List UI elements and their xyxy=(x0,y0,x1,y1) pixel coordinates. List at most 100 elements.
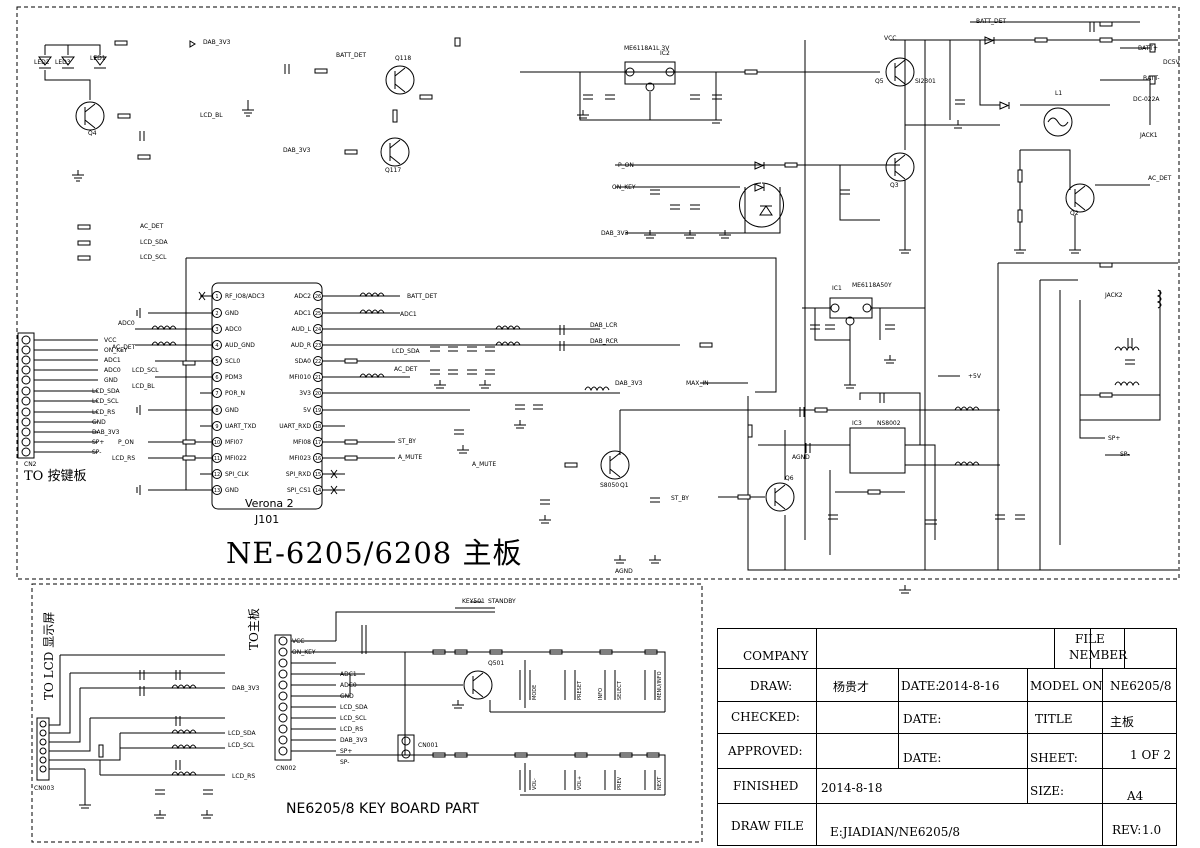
svg-text:PDM3: PDM3 xyxy=(225,374,242,381)
net-label: LCD_BL xyxy=(200,112,223,119)
svg-text:Q501: Q501 xyxy=(488,660,504,667)
svg-text:SDA0: SDA0 xyxy=(295,358,311,365)
svg-text:7: 7 xyxy=(215,391,218,397)
svg-text:STANDBY: STANDBY xyxy=(488,598,516,605)
svg-text:SP+: SP+ xyxy=(340,748,352,755)
sheet-label: SHEET: xyxy=(1030,751,1078,765)
capacitors xyxy=(139,22,1135,795)
svg-text:14: 14 xyxy=(315,488,321,494)
net-label: VCC xyxy=(884,35,896,42)
svg-text:VOL-: VOL- xyxy=(532,778,538,790)
svg-text:LCD_RS: LCD_RS xyxy=(232,773,255,780)
model-label: MODEL ON xyxy=(1030,679,1103,693)
trace xyxy=(579,72,717,121)
svg-text:MFI022: MFI022 xyxy=(225,455,247,462)
svg-text:S8050: S8050 xyxy=(600,482,619,489)
svg-text:5: 5 xyxy=(215,359,218,365)
sheet-value: 1 OF 2 xyxy=(1130,748,1172,762)
right-pin-stubs xyxy=(322,295,680,491)
date-value: 2014-8-16 xyxy=(938,679,1000,693)
svg-text:SELECT: SELECT xyxy=(617,680,623,700)
svg-text:23: 23 xyxy=(315,343,321,349)
net-label: DAB_RCR xyxy=(590,338,618,345)
module-outline xyxy=(211,282,323,510)
trace xyxy=(814,308,851,341)
trace xyxy=(905,444,936,540)
svg-text:LCD_RS: LCD_RS xyxy=(92,409,115,416)
connector-cn003 xyxy=(36,717,50,781)
svg-text:POR_N: POR_N xyxy=(225,390,245,397)
cn2-pin-labels: VCC ON_KEY ADC1 ADC0 GND LCD_SDA LCD_SCL… xyxy=(24,337,128,468)
svg-text:GND: GND xyxy=(225,310,239,317)
net-label: A_MUTE xyxy=(398,454,422,461)
svg-text:SPI_RXD: SPI_RXD xyxy=(286,471,311,478)
net-label: BATT- xyxy=(1143,75,1160,82)
net-label: DAB_3V3 xyxy=(283,147,311,154)
checked-date-label: DATE: xyxy=(903,712,942,726)
svg-text:18: 18 xyxy=(315,424,321,430)
svg-text:LCD_SDA: LCD_SDA xyxy=(340,704,368,711)
svg-text:MENU/INFO: MENU/INFO xyxy=(657,671,663,700)
date-label: DATE: xyxy=(901,679,940,693)
net-label: BATT_DET xyxy=(976,18,1006,25)
svg-text:3V3: 3V3 xyxy=(299,390,311,397)
right-pin-labels: ADC2 ADC1 AUD_L AUD_R SDA0 MFI010 3V3 5V… xyxy=(279,293,312,494)
net-label: BATT+ xyxy=(1138,45,1158,52)
svg-text:CN2: CN2 xyxy=(24,461,37,468)
model-value: NE6205/8 xyxy=(1110,679,1172,693)
checked-label: CHECKED: xyxy=(731,710,800,724)
svg-text:MFI08: MFI08 xyxy=(293,439,311,446)
title-value: 主板 xyxy=(1110,714,1135,729)
net-label: DAB_3V3 xyxy=(601,230,629,237)
leds xyxy=(38,44,107,100)
key-switches xyxy=(455,601,656,790)
net-label: +5V xyxy=(968,373,982,380)
svg-text:ADC1: ADC1 xyxy=(104,357,121,364)
svg-text:AUD_L: AUD_L xyxy=(292,326,312,333)
svg-text:22: 22 xyxy=(315,359,321,365)
to-mainboard-label: TO主板 xyxy=(247,608,261,650)
power-tabs xyxy=(189,37,1156,85)
keyboard-frame xyxy=(31,583,703,843)
svg-text:PREV: PREV xyxy=(617,776,623,790)
keyboard-traces xyxy=(49,611,666,800)
net-label: AC_DET xyxy=(140,223,164,230)
svg-text:DAB_3V3: DAB_3V3 xyxy=(92,429,120,436)
component-refs: IC2 ME6118A1L 3V IC1 ME6118A50Y IC3 NS80… xyxy=(34,45,1160,667)
left-pin-numbers: 1 2 3 4 5 6 7 8 9 10 11 12 13 xyxy=(214,294,220,494)
trace xyxy=(186,257,777,393)
svg-text:RF_IO8/ADC3: RF_IO8/ADC3 xyxy=(225,293,265,300)
net-label: SP+ xyxy=(1108,435,1120,442)
trace xyxy=(979,40,1000,106)
transistors xyxy=(75,57,1095,700)
svg-text:ON_KEY: ON_KEY xyxy=(104,347,128,354)
coil-l1 xyxy=(1043,107,1073,137)
rev-label: REV: xyxy=(1112,823,1142,837)
net-label: ON_KEY xyxy=(612,184,636,191)
net-label: LCD_SCL xyxy=(132,367,159,374)
net-label: LCD_SDA xyxy=(140,239,168,246)
svg-text:15: 15 xyxy=(315,472,321,478)
svg-text:AUD_R: AUD_R xyxy=(291,342,311,349)
left-pin-labels: RF_IO8/ADC3 GND ADC0 AUD_GND SCL0 PDM3 P… xyxy=(225,293,265,494)
title-label: TITLE xyxy=(1035,712,1073,726)
svg-text:Q117: Q117 xyxy=(385,167,401,174)
approved-label: APPROVED: xyxy=(728,744,803,758)
no-connect-marks xyxy=(198,291,338,495)
svg-text:LCD_SCL: LCD_SCL xyxy=(92,398,119,405)
svg-text:Q118: Q118 xyxy=(395,55,411,62)
svg-text:GND: GND xyxy=(104,377,118,384)
board-title: NE-6205/6208 主板 xyxy=(226,536,523,570)
svg-text:CN001: CN001 xyxy=(418,742,438,749)
net-label: BATT_DET xyxy=(407,293,437,300)
key-labels: MODE PRESET SELECT INFO MENU/INFO VOL- V… xyxy=(532,671,663,790)
svg-text:KEY501: KEY501 xyxy=(462,598,485,605)
svg-text:VCC: VCC xyxy=(292,638,304,645)
svg-text:VCC: VCC xyxy=(104,337,116,344)
svg-text:9: 9 xyxy=(215,424,218,430)
svg-text:Q1: Q1 xyxy=(620,482,629,489)
svg-text:Q3: Q3 xyxy=(890,182,899,189)
svg-text:LCD_SDA: LCD_SDA xyxy=(92,388,120,395)
svg-text:21: 21 xyxy=(315,375,321,381)
